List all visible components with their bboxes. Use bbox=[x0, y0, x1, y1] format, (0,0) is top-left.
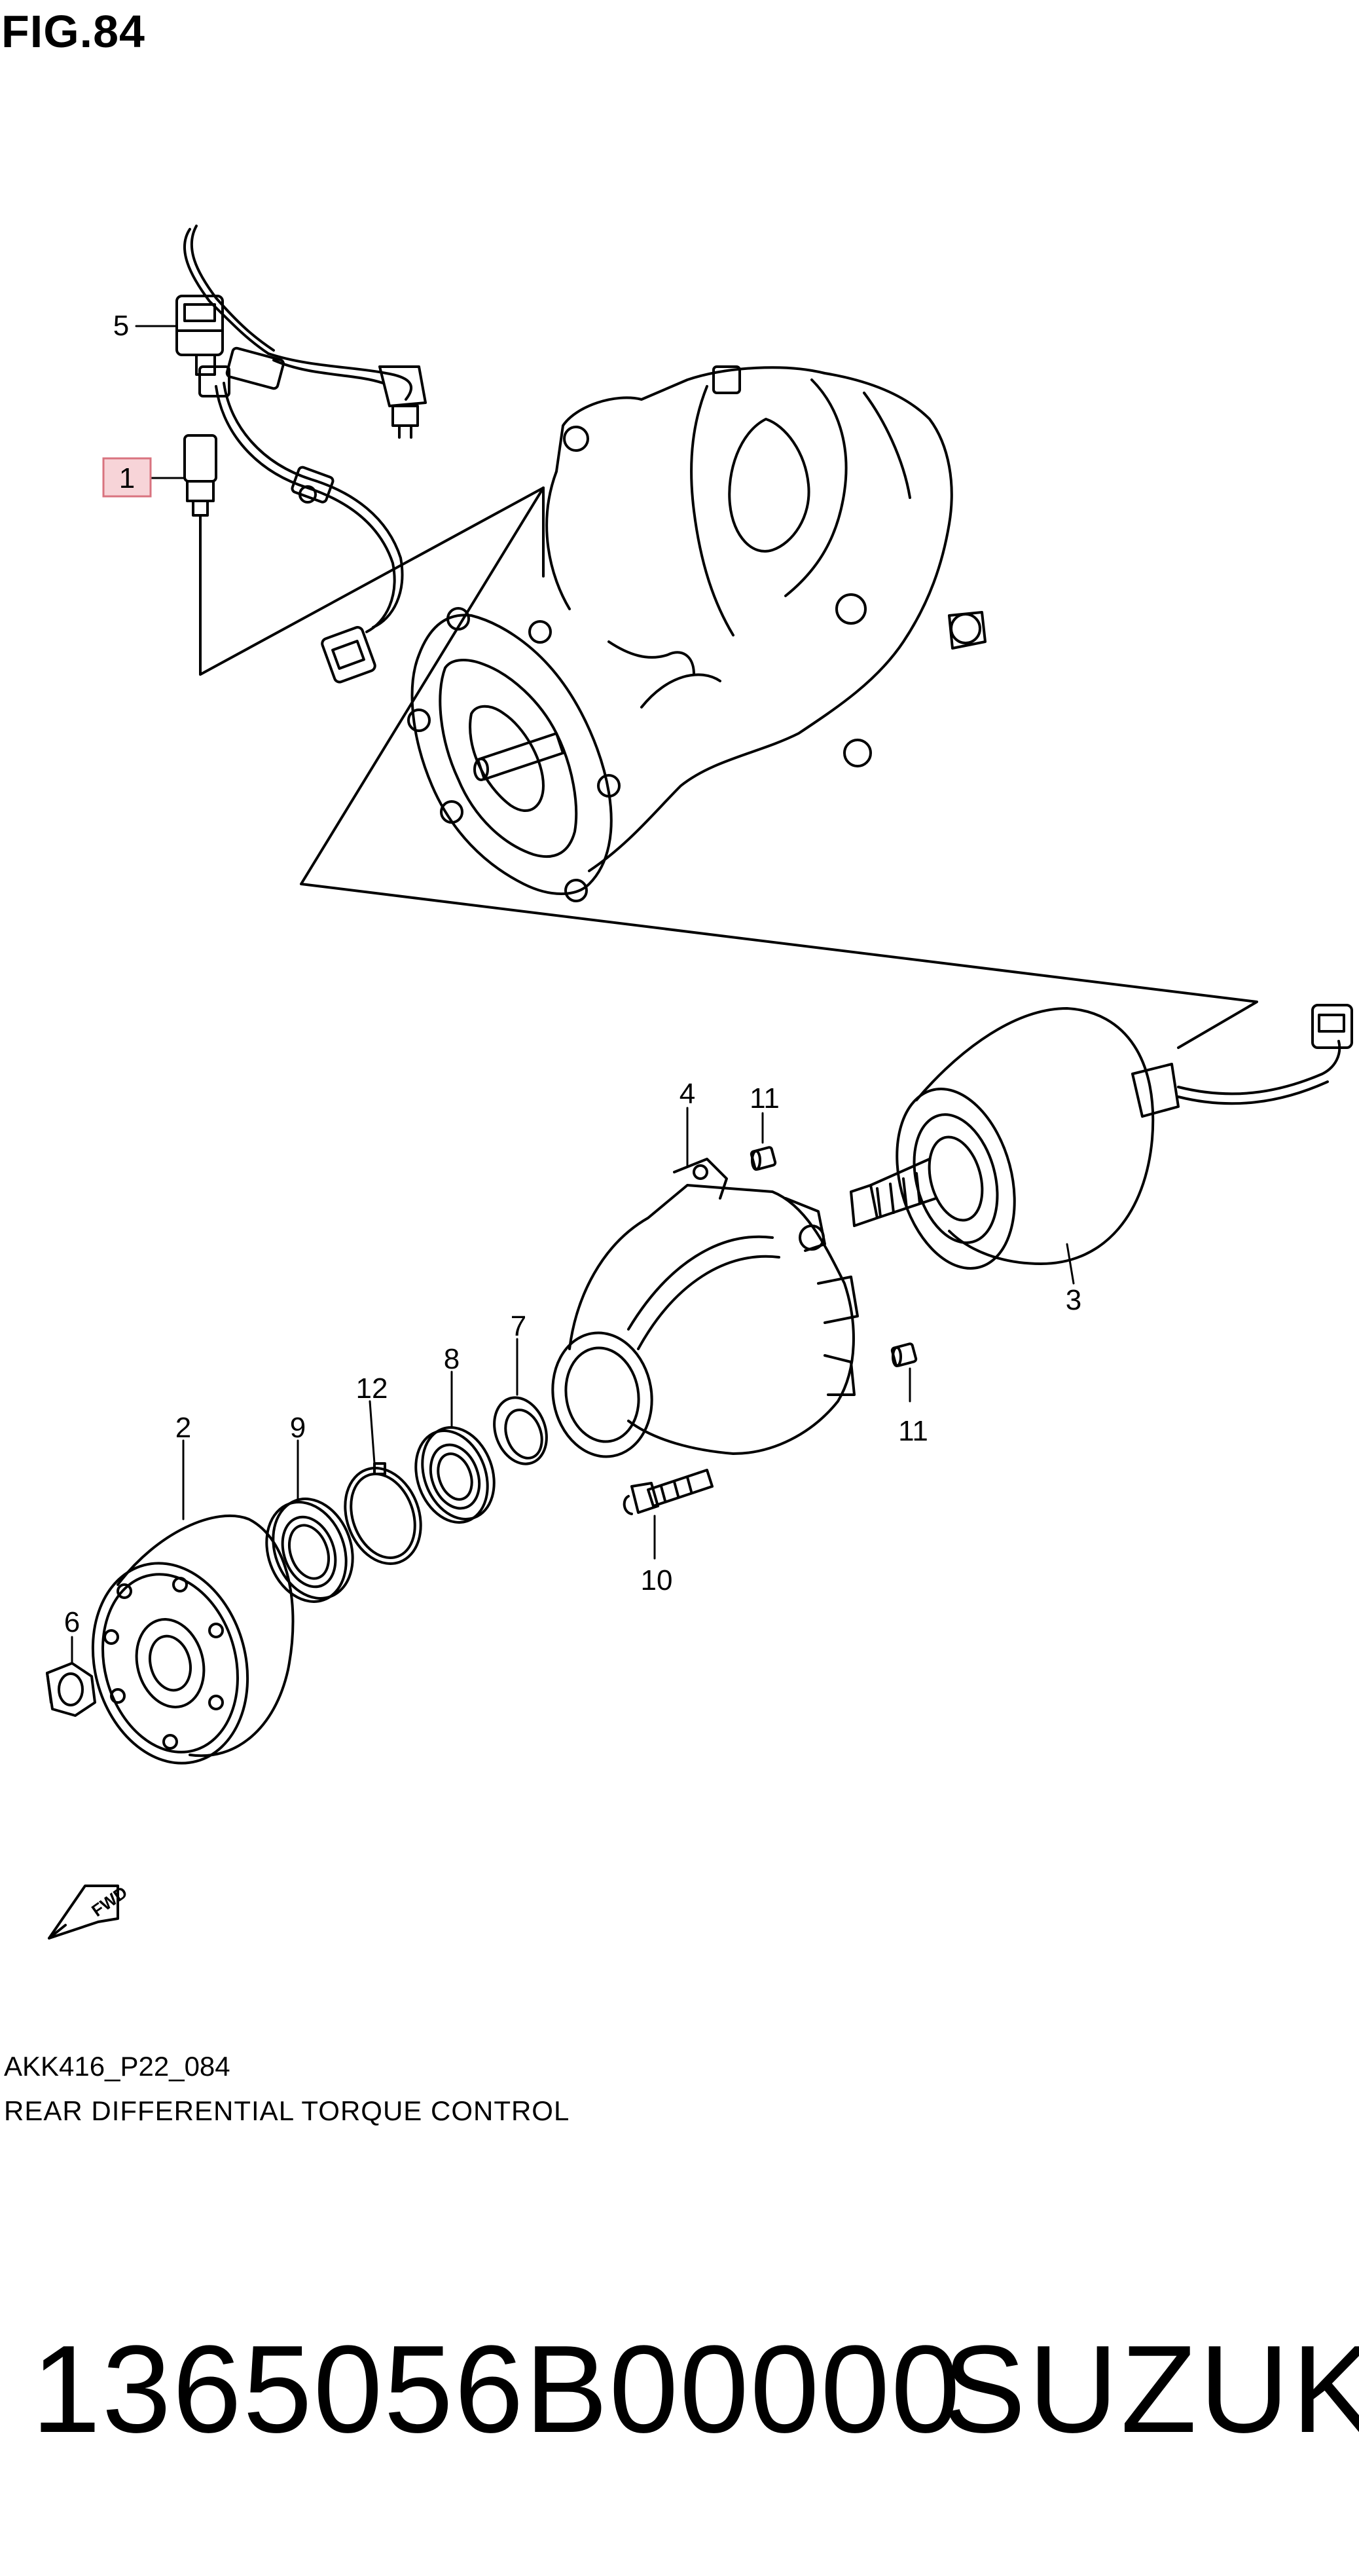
wiring-harness bbox=[183, 225, 412, 633]
callout-labels: 1 2 3 4 5 6 7 8 9 10 11 11 12 bbox=[64, 310, 1081, 1638]
leader-lines bbox=[71, 325, 1075, 1665]
callout-3: 3 bbox=[1066, 1284, 1081, 1316]
callout-9: 9 bbox=[290, 1412, 306, 1444]
callout-6: 6 bbox=[64, 1606, 80, 1638]
oil-seal-part-9 bbox=[265, 1498, 354, 1603]
fwd-arrow-icon bbox=[48, 1885, 119, 1940]
nut-part-6 bbox=[46, 1662, 96, 1717]
callout-11-upper: 11 bbox=[750, 1082, 780, 1114]
bracket-part-4 bbox=[551, 1158, 859, 1458]
callout-11-lower: 11 bbox=[898, 1415, 928, 1447]
wire-clip bbox=[291, 466, 335, 504]
bearing-part-8 bbox=[414, 1426, 496, 1524]
brand-name: SUZUKI bbox=[943, 2320, 1359, 2459]
harness-clip bbox=[198, 346, 427, 439]
callout-1: 1 bbox=[119, 462, 135, 494]
snap-ring-part-12 bbox=[344, 1462, 422, 1565]
callout-10: 10 bbox=[641, 1564, 673, 1596]
callout-7: 7 bbox=[511, 1310, 526, 1342]
callout-12: 12 bbox=[356, 1372, 388, 1405]
pin-part-11-lower bbox=[890, 1342, 918, 1367]
connector-part-5 bbox=[175, 295, 224, 376]
seal-part-7 bbox=[493, 1396, 548, 1465]
coupling-part-2 bbox=[91, 1514, 295, 1765]
sensor-part-1 bbox=[183, 434, 217, 525]
housing-flange bbox=[407, 607, 621, 902]
callout-1-highlight bbox=[102, 457, 152, 498]
diagram-code: AKK416_P22_084 bbox=[4, 2051, 230, 2082]
part-number: 1365056B00000 bbox=[31, 2320, 962, 2459]
footer: 1365056B00000 SUZUKI bbox=[0, 2318, 1359, 2459]
motor-part-3 bbox=[850, 1004, 1353, 1270]
callout-5: 5 bbox=[113, 310, 129, 342]
wire-connector-lower bbox=[321, 626, 376, 684]
pin-part-11-upper bbox=[750, 1146, 777, 1171]
callout-4: 4 bbox=[680, 1078, 695, 1110]
callout-8: 8 bbox=[444, 1343, 460, 1375]
differential-housing bbox=[545, 365, 987, 872]
diagram-caption: REAR DIFFERENTIAL TORQUE CONTROL bbox=[4, 2095, 570, 2126]
figure-title: FIG.84 bbox=[1, 6, 145, 57]
bolt-part-10 bbox=[623, 1469, 714, 1515]
callout-2: 2 bbox=[175, 1412, 191, 1444]
